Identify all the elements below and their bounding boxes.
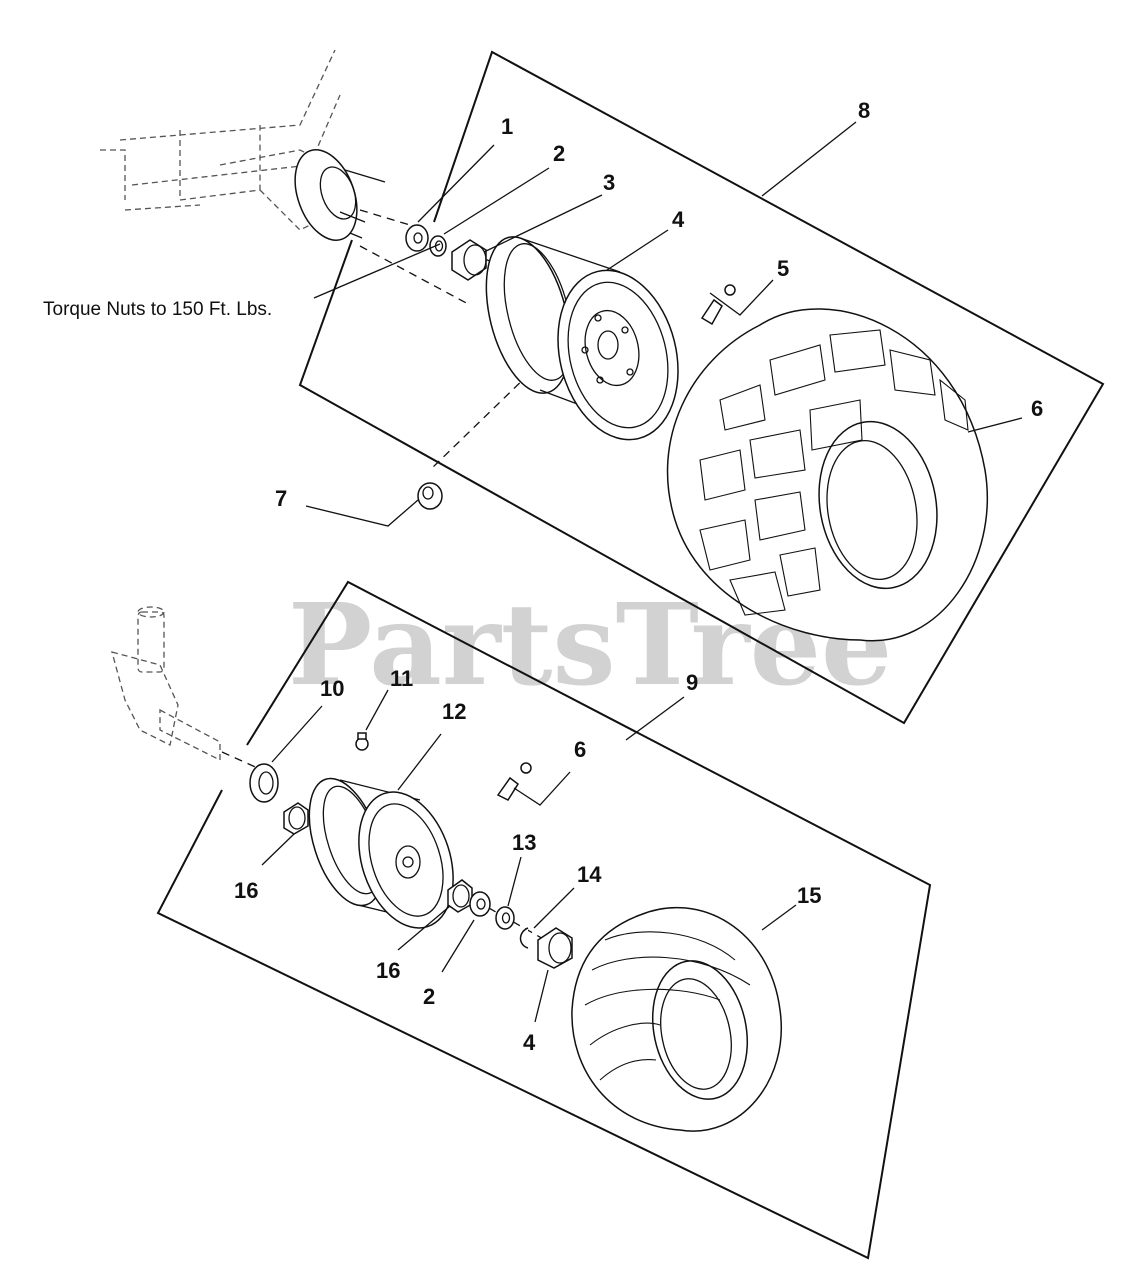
- callout-4: 4: [672, 207, 685, 232]
- callout-5: 5: [777, 256, 789, 281]
- torque-note: Torque Nuts to 150 Ft. Lbs.: [43, 299, 272, 320]
- callout-1: 1: [501, 114, 513, 139]
- ring-part-2: [429, 235, 447, 257]
- upper-assembly: 1 2 3 4 5 6 7 8 Torque Nuts to 150 Ft. L…: [43, 49, 1105, 725]
- callout-12: 12: [442, 699, 466, 724]
- hub-with-studs: [294, 149, 386, 241]
- lug-nut-part-7: [417, 482, 443, 510]
- spindle-ghost: [111, 606, 221, 762]
- callout-14: 14: [577, 862, 602, 887]
- upper-centerline-nut: [429, 304, 601, 471]
- axle-frame-ghost: [100, 49, 341, 231]
- callout-13: 13: [512, 830, 536, 855]
- callout-2-lower: 2: [423, 984, 435, 1009]
- callout-4-lower: 4: [523, 1030, 536, 1055]
- callout-10: 10: [320, 676, 344, 701]
- upper-group-bracket: [298, 50, 1105, 725]
- callout-16-right: 16: [376, 958, 400, 983]
- washer-part-2: [469, 891, 491, 917]
- tire-part-15: [571, 906, 782, 1132]
- tire-part-6: [666, 308, 989, 642]
- bearing-part-16-left: [283, 802, 309, 835]
- upper-centerline-lower: [359, 245, 471, 306]
- callout-7: 7: [275, 486, 287, 511]
- lower-assembly: 10 11 12 9 6 13 14 15 16 16 2 4: [111, 580, 932, 1260]
- upper-centerline-hub: [359, 209, 411, 226]
- clip-part-14: [519, 927, 529, 949]
- callout-8: 8: [858, 98, 870, 123]
- callout-2: 2: [553, 141, 565, 166]
- lower-leader-lines: [261, 689, 797, 1023]
- callout-16-left: 16: [234, 878, 258, 903]
- valve-stem-part-6: [496, 762, 532, 801]
- rim-part-12: [308, 777, 454, 929]
- ring-part-13: [495, 906, 515, 930]
- callout-15: 15: [797, 883, 821, 908]
- cap-part-4: [537, 927, 573, 969]
- valve-stem-part-5: [700, 284, 736, 326]
- callout-6: 6: [1031, 396, 1043, 421]
- lower-centerline-spindle: [221, 751, 263, 771]
- seal-part-10: [249, 763, 279, 803]
- upper-leader-lines: [305, 121, 1023, 527]
- washer-part-1: [405, 224, 429, 252]
- callout-11: 11: [390, 666, 413, 691]
- callout-3: 3: [603, 170, 615, 195]
- rim-part-4: [485, 236, 679, 441]
- callout-6-lower: 6: [574, 737, 586, 762]
- cap-part-3: [451, 239, 487, 281]
- grease-fitting-part-11: [355, 732, 369, 751]
- lower-group-bracket: [156, 580, 932, 1260]
- callout-9: 9: [686, 670, 698, 695]
